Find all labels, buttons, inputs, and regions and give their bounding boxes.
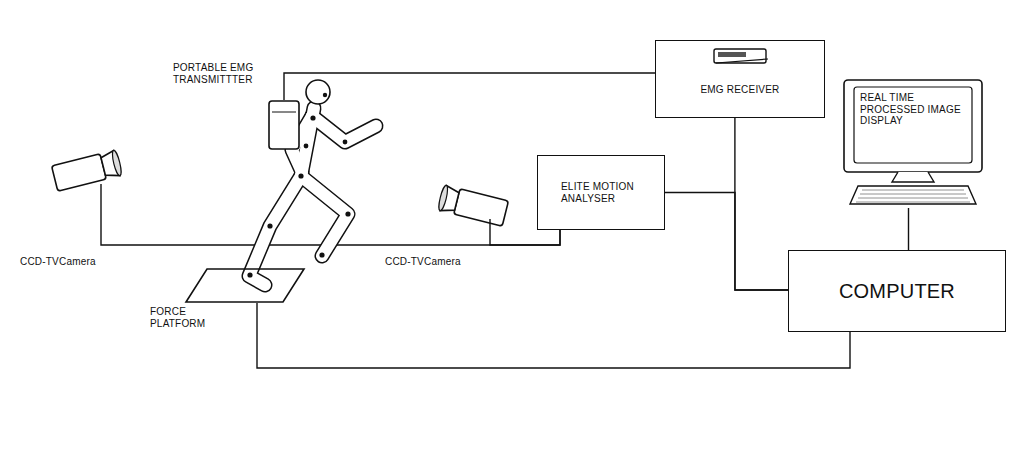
node-label: REAL TIME PROCESSED IMAGE DISPLAY (860, 92, 966, 127)
node-label: COMPUTER (839, 280, 955, 303)
display-monitor: REAL TIME PROCESSED IMAGE DISPLAY (838, 78, 988, 208)
receiver-box: EMG RECEIVER (655, 40, 825, 118)
node-label: FORCE PLATFORM (150, 306, 212, 329)
force-platform-outline (185, 268, 305, 303)
receiver-icon (656, 41, 824, 117)
analyser-box: ELITE MOTION ANALYSER (537, 155, 665, 230)
signal-cable (257, 303, 850, 368)
computer-box: COMPUTER (788, 250, 1006, 332)
signal-cable (284, 73, 655, 100)
signal-cable (665, 193, 788, 291)
node-label: CCD-TVCamera (20, 256, 130, 268)
emg-transmitter: PORTABLE EMG TRANSMITTTER (268, 100, 300, 150)
node-label: PORTABLE EMG TRANSMITTTER (173, 62, 263, 85)
node-label: EMG RECEIVER (700, 84, 779, 96)
signal-cable (735, 118, 788, 290)
runner-figure (247, 80, 376, 285)
emg-transmitter-outline (268, 100, 300, 150)
camera-outline (50, 150, 135, 212)
node-label: CCD-TVCamera (385, 256, 495, 268)
signal-cable (908, 208, 909, 250)
camera: CCD-TVCamera (50, 150, 135, 212)
node-label: ELITE MOTION ANALYSER (561, 181, 641, 204)
camera: CCD-TVCamera (430, 185, 510, 235)
camera-outline (430, 185, 510, 235)
force-platform: FORCE PLATFORM (185, 268, 305, 303)
receiver-unit (714, 49, 768, 63)
signal-cable (490, 230, 560, 245)
